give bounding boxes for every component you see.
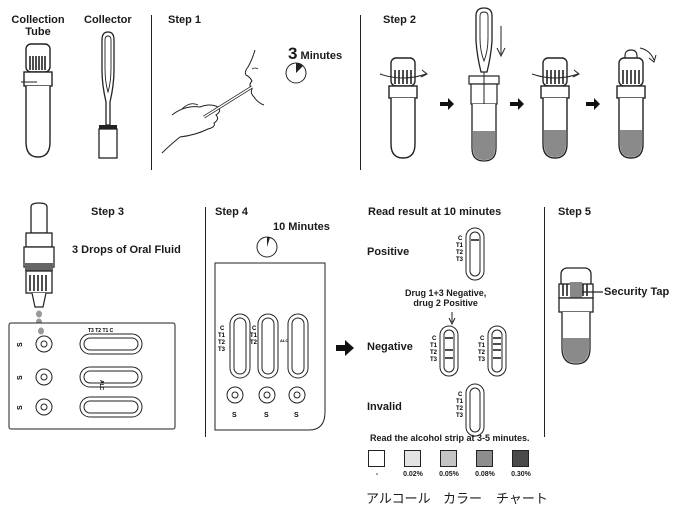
step3-title: Step 3 xyxy=(91,206,125,218)
collection-tube-label: Collection Tube xyxy=(11,14,65,38)
step3-well-label-1: S xyxy=(17,342,24,347)
step1-duration: 3 Minutes xyxy=(288,44,342,64)
svg-text:C: C xyxy=(432,336,437,342)
step3-marks: T3 T2 T1 C xyxy=(88,328,114,334)
svg-text:T1: T1 xyxy=(218,333,226,339)
timer-icon xyxy=(285,62,307,84)
alcohol-swatch xyxy=(368,450,385,467)
step1-title: Step 1 xyxy=(168,14,202,26)
svg-text:T2: T2 xyxy=(456,406,464,412)
svg-text:T2: T2 xyxy=(430,350,438,356)
svg-text:T3: T3 xyxy=(430,357,438,363)
svg-text:T1: T1 xyxy=(430,343,438,349)
step3-well-label-2: S xyxy=(17,375,24,380)
step4-well-label-2: S xyxy=(264,412,269,419)
alcohol-swatch-label: 0.30% xyxy=(511,471,531,478)
alcohol-note: Read the alcohol strip at 3-5 minutes. xyxy=(370,433,530,443)
step2-illustration xyxy=(379,7,657,162)
step4-well-label-3: S xyxy=(294,412,299,419)
svg-text:C: C xyxy=(252,326,257,332)
svg-text:T2: T2 xyxy=(218,340,226,346)
svg-text:T2: T2 xyxy=(478,350,486,356)
result-note: Drug 1+3 Negative, drug 2 Positive xyxy=(405,288,487,308)
sealed-tube-illustration xyxy=(558,267,603,365)
svg-text:T2: T2 xyxy=(456,250,464,256)
result-invalid-label: Invalid xyxy=(367,401,402,413)
svg-text:T3: T3 xyxy=(478,357,486,363)
step4-title: Step 4 xyxy=(215,206,249,218)
svg-text:C: C xyxy=(480,336,485,342)
svg-text:T1: T1 xyxy=(456,243,464,249)
step3-instruction: 3 Drops of Oral Fluid xyxy=(72,244,181,256)
dropper-tube-illustration xyxy=(23,202,55,326)
svg-text:T3: T3 xyxy=(456,257,464,263)
step1-minutes-text: Minutes xyxy=(297,50,343,62)
svg-text:C: C xyxy=(458,236,463,242)
step4-alc-label: ALC xyxy=(280,338,288,343)
divider-4 xyxy=(544,207,545,437)
step4-minutes: 10 Minutes xyxy=(273,221,330,233)
svg-text:C: C xyxy=(220,326,225,332)
chart-caption-1: アルコール xyxy=(366,492,431,507)
result-title: Read result at 10 minutes xyxy=(368,206,502,218)
alcohol-swatch xyxy=(512,450,529,467)
alcohol-swatch xyxy=(404,450,421,467)
step2-title: Step 2 xyxy=(383,14,417,26)
step4-timer-icon xyxy=(256,236,278,258)
result-negative-label: Negative xyxy=(367,341,413,353)
alcohol-swatch-label: 0.02% xyxy=(403,471,423,478)
svg-text:T1: T1 xyxy=(250,333,258,339)
step1-minutes-number: 3 xyxy=(288,44,298,63)
divider-3 xyxy=(205,207,206,437)
collector-illustration xyxy=(98,31,118,159)
alcohol-swatch-label: - xyxy=(375,471,379,478)
chart-caption-3: チャート xyxy=(496,492,548,507)
alcohol-swatch xyxy=(476,450,493,467)
svg-text:T1: T1 xyxy=(478,343,486,349)
step4-well-label-1: S xyxy=(232,412,237,419)
svg-text:T3: T3 xyxy=(218,347,226,353)
collector-label: Collector xyxy=(84,14,132,26)
security-tap-label: Security Tap xyxy=(604,286,670,298)
result-positive-label: Positive xyxy=(367,246,410,258)
svg-text:T2: T2 xyxy=(250,340,258,346)
chart-caption-2: カラー xyxy=(443,492,483,507)
step3-alc-label: ALC xyxy=(98,380,104,391)
alcohol-swatch xyxy=(440,450,457,467)
divider-2 xyxy=(360,15,361,170)
alcohol-swatch-label: 0.05% xyxy=(439,471,459,478)
alcohol-swatch-label: 0.08% xyxy=(475,471,495,478)
next-arrow-icon xyxy=(336,340,354,356)
step3-well-label-3: S xyxy=(17,405,24,410)
svg-text:C: C xyxy=(458,392,463,398)
svg-text:T3: T3 xyxy=(456,413,464,419)
oral-swab-illustration xyxy=(161,49,265,154)
step5-title: Step 5 xyxy=(558,206,592,218)
step3-test-cup: S S S T3 T2 T1 C ALC xyxy=(8,322,176,430)
collection-tube-illustration xyxy=(21,43,53,158)
svg-text:T1: T1 xyxy=(456,399,464,405)
divider-1 xyxy=(151,15,152,170)
